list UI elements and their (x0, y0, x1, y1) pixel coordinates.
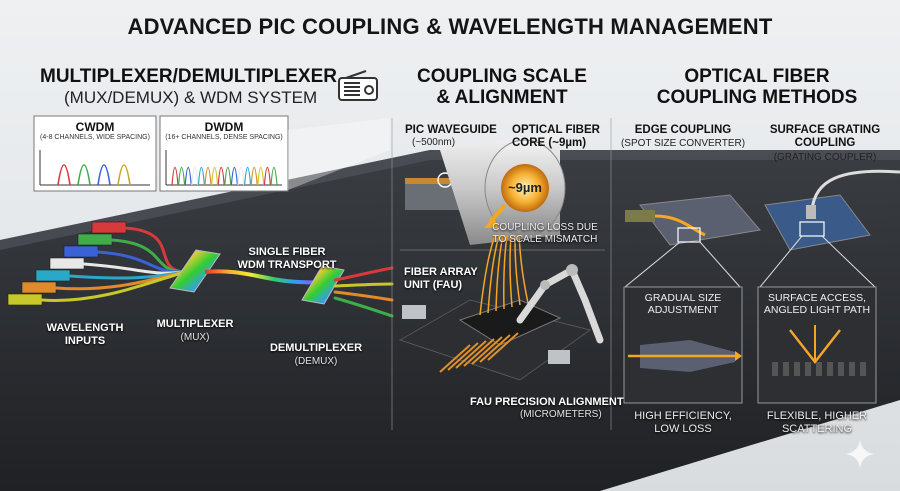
dwdm-peak (250, 166, 258, 186)
fau-fiber (495, 234, 504, 312)
dwdm-peak (197, 166, 205, 186)
dwdm-peak (244, 166, 252, 186)
edge-result-label: HIGH EFFICIENCY, LOW LOSS (634, 410, 732, 435)
fau-alignment-label: FAU PRECISION ALIGNMENT (470, 396, 624, 408)
dwdm-peak (263, 166, 271, 186)
dwdm-peak (230, 166, 238, 186)
coupling-loss-note: COUPLING LOSS DUE TO SCALE MISMATCH (492, 222, 598, 245)
grating-coupling-title: SURFACE GRATING COUPLING (769, 124, 881, 149)
input-bar (21, 281, 57, 294)
grating-coupling-detail-panel (757, 286, 877, 404)
fau-trace (487, 332, 519, 361)
multiplexer-abbr: (MUX) (180, 332, 210, 343)
wavelength-inputs-label: WAVELENGTH INPUTS (46, 322, 124, 347)
fau-trace (479, 334, 511, 363)
fau-fiber (487, 234, 500, 314)
grating-tooth (860, 362, 866, 376)
edge-coupling-sub: (SPOT SIZE CONVERTER) (620, 138, 746, 149)
demux-output (333, 290, 394, 302)
input-bar (7, 293, 43, 306)
dwdm-peak (191, 166, 199, 186)
demux-output (333, 282, 394, 288)
grating-tooth (794, 362, 800, 376)
fau-fiber (479, 234, 496, 316)
grating-tooth (816, 362, 822, 376)
dwdm-spectrum-card (159, 115, 289, 192)
pic-waveguide-size: (~500nm) (412, 137, 456, 148)
dwdm-peak (257, 166, 265, 186)
multiplexer-prism (169, 249, 221, 293)
edge-coupling-title: EDGE COUPLING (634, 124, 732, 136)
fau-fiber (509, 234, 513, 308)
dwdm-peak (224, 166, 232, 186)
grating-detail-label: SURFACE ACCESS, ANGLED LIGHT PATH (763, 292, 871, 316)
grating-tooth (849, 362, 855, 376)
dwdm-peak (184, 166, 192, 186)
mux-section-subheading: (MUX/DEMUX) & WDM SYSTEM (64, 88, 318, 107)
dwdm-peak (270, 166, 278, 186)
fau-label: FIBER ARRAY UNIT (FAU) (404, 266, 478, 291)
fiber-core-cylinder (440, 132, 566, 245)
mux-section-heading: MULTIPLEXER/DEMULTIPLEXER (40, 66, 337, 87)
dwdm-label: DWDM (204, 120, 244, 134)
grating-tooth (772, 362, 778, 376)
dwdm-peak (204, 166, 212, 186)
core-size-label: ~9µm (508, 180, 542, 195)
fau-trace (447, 342, 479, 371)
input-bar (77, 233, 113, 246)
sparkle-icon (846, 440, 874, 468)
grating-coupling-sub: (GRATING COUPLER) (773, 152, 877, 163)
dwdm-peak (171, 166, 179, 186)
demultiplexer-prism (301, 265, 345, 305)
fiber-array-unit-scene (398, 234, 604, 381)
fau-trace (439, 344, 471, 373)
input-bar (35, 269, 71, 282)
input-bar (91, 221, 127, 234)
fau-alignment-sub: (MICROMETERS) (520, 409, 602, 420)
page-title: ADVANCED PIC COUPLING & WAVELENGTH MANAG… (127, 14, 773, 39)
pic-waveguide-label: PIC WAVEGUIDE (405, 124, 497, 136)
cwdm-spectrum-card (33, 115, 157, 192)
grating-coupler-chip (759, 169, 900, 288)
dwdm-peak (211, 166, 219, 186)
radio-icon (336, 70, 380, 102)
fau-trace (471, 336, 503, 365)
grating-tooth (783, 362, 789, 376)
fiber-core-label: OPTICAL FIBER CORE (~9µm) (512, 124, 600, 149)
edge-coupling-chip (624, 194, 761, 288)
single-fiber-label: SINGLE FIBER WDM TRANSPORT (237, 246, 337, 271)
demultiplexer-label: DEMULTIPLEXER (269, 342, 363, 354)
cwdm-desc: (4-8 CHANNELS, WIDE SPACING) (40, 134, 150, 141)
edge-detail-label: GRADUAL SIZE ADJUSTMENT (644, 292, 722, 316)
grating-tooth (805, 362, 811, 376)
fau-fiber (514, 234, 521, 306)
fau-trace (463, 338, 495, 367)
multiplexer-label: MULTIPLEXER (156, 318, 234, 330)
grating-tooth (838, 362, 844, 376)
fiber-section-heading: OPTICAL FIBER COUPLING METHODS (656, 66, 858, 108)
dwdm-peak (237, 166, 245, 186)
demux-output (333, 296, 394, 318)
fau-fiber (518, 234, 529, 304)
dwdm-desc: (16+ CHANNELS, DENSE SPACING) (165, 134, 283, 141)
fau-fiber (502, 234, 508, 310)
grating-tooth (827, 362, 833, 376)
demux-output (333, 266, 394, 282)
input-bar (49, 257, 85, 270)
waveguide (40, 270, 187, 302)
fau-trace (455, 340, 487, 369)
cwdm-label: CWDM (75, 120, 115, 134)
demultiplexer-abbr: (DEMUX) (294, 356, 338, 367)
dwdm-peak (178, 166, 186, 186)
input-bar (63, 245, 99, 258)
dwdm-peak (217, 166, 225, 186)
grating-result-label: FLEXIBLE, HIGHER SCATTERING (766, 410, 868, 435)
edge-coupling-detail-panel (623, 286, 743, 404)
coupling-section-heading: COUPLING SCALE & ALIGNMENT (417, 66, 587, 108)
single-fiber-path (204, 269, 321, 285)
